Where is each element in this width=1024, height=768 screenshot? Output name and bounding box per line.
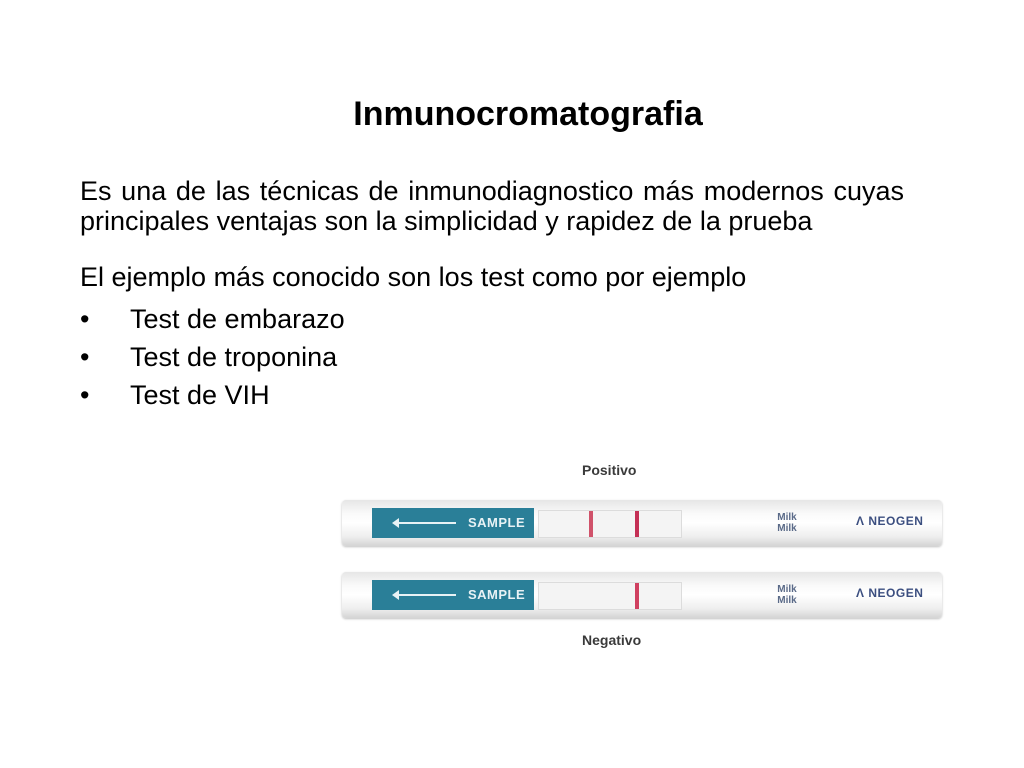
test-line [589, 511, 593, 537]
examples-list: • Test de embarazo • Test de troponina •… [80, 300, 904, 414]
sample-label: SAMPLE [468, 515, 526, 530]
arrow-left-icon [392, 518, 456, 528]
control-line [635, 511, 639, 537]
brand-name: NEOGEN [868, 514, 924, 528]
bullet-icon: • [80, 342, 90, 372]
bullet-icon: • [80, 304, 90, 334]
negative-test-strip: SAMPLE Milk Milk Λ NEOGEN [342, 572, 942, 618]
bullet-icon: • [80, 380, 90, 410]
list-item-text: Test de troponina [130, 342, 338, 372]
slide-title: Inmunocromatografia [353, 95, 703, 133]
list-item-text: Test de VIH [130, 380, 270, 410]
sample-label: SAMPLE [468, 587, 526, 602]
brand-mark-icon: Λ [856, 586, 865, 600]
brand-logo: Λ NEOGEN [856, 586, 923, 600]
list-item: • Test de troponina [80, 338, 904, 376]
slide-body: Es una de las técnicas de inmunodiagnost… [80, 176, 904, 414]
sample-pad: SAMPLE [372, 508, 534, 538]
milk-label: Milk [777, 512, 797, 523]
strip-label: Milk Milk [742, 512, 832, 534]
milk-label: Milk [777, 584, 797, 595]
brand-name: NEOGEN [868, 586, 924, 600]
sample-pad: SAMPLE [372, 580, 534, 610]
brand-logo: Λ NEOGEN [856, 514, 923, 528]
list-item-text: Test de embarazo [130, 304, 345, 334]
negative-caption: Negativo [582, 632, 642, 648]
milk-label: Milk [777, 523, 797, 534]
examples-intro: El ejemplo más conocido son los test com… [80, 262, 747, 292]
control-line [635, 583, 639, 609]
milk-label: Milk [777, 595, 797, 606]
brand-mark-icon: Λ [856, 514, 865, 528]
list-item: • Test de VIH [80, 376, 904, 414]
result-window [538, 582, 682, 610]
positive-test-strip: SAMPLE Milk Milk Λ NEOGEN [342, 500, 942, 546]
test-strip-figure: Positivo SAMPLE Milk Milk Λ NEOGEN SAMPL… [338, 440, 942, 664]
list-item: • Test de embarazo [80, 300, 904, 338]
strip-label: Milk Milk [742, 584, 832, 606]
arrow-left-icon [392, 590, 456, 600]
description-paragraph: Es una de las técnicas de inmunodiagnost… [80, 176, 904, 236]
positive-caption: Positivo [582, 462, 637, 478]
result-window [538, 510, 682, 538]
